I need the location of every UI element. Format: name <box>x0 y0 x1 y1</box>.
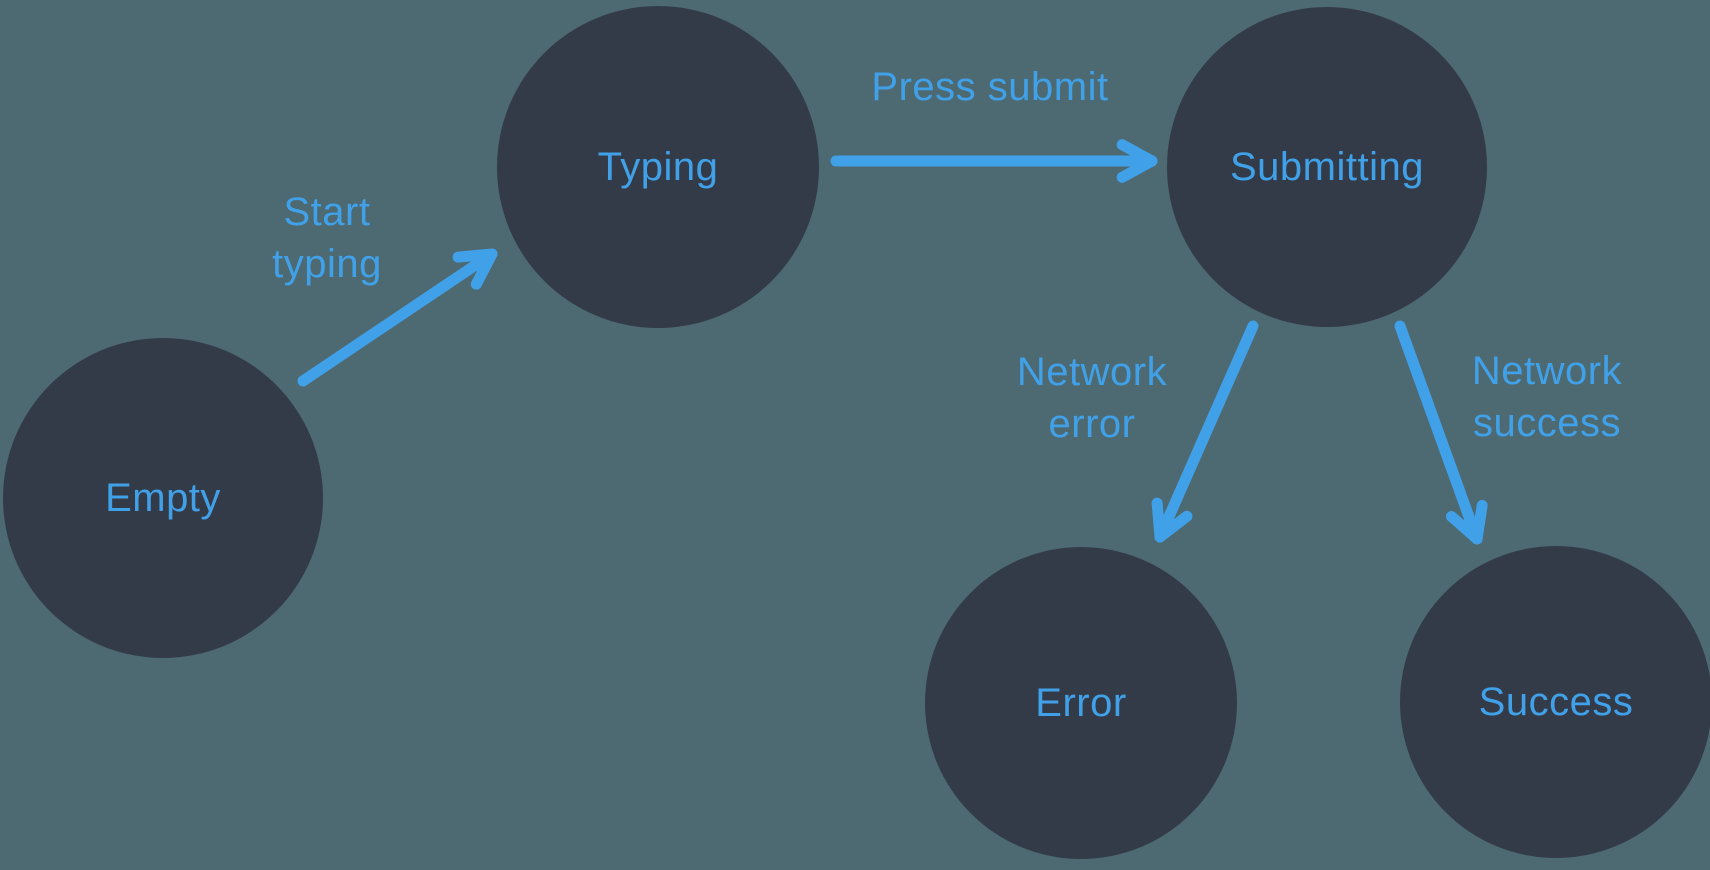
state-node-submitting: Submitting <box>1167 7 1487 327</box>
state-node-label-error: Error <box>1035 680 1127 725</box>
edge-label-network-success: Network success <box>1472 345 1622 449</box>
state-node-label-empty: Empty <box>105 475 221 520</box>
state-node-error: Error <box>925 547 1237 859</box>
edge-label-start-typing: Start typing <box>272 186 382 290</box>
state-node-typing: Typing <box>497 6 819 328</box>
edge-label-line: Network <box>1471 349 1623 393</box>
state-node-success: Success <box>1400 546 1710 858</box>
edge-label-line: error <box>1048 402 1136 446</box>
edge-arrow-shaft-start-typing <box>297 250 495 387</box>
edge-label-press-submit: Press submit <box>871 61 1108 113</box>
edge-label-line: typing <box>272 242 382 286</box>
edge-arrow-shaft-network-error <box>1156 320 1259 539</box>
state-node-label-typing: Typing <box>597 144 719 189</box>
edge-label-network-error: Network error <box>1017 346 1167 450</box>
state-node-label-submitting: Submitting <box>1230 144 1424 189</box>
state-node-label-success: Success <box>1478 679 1634 724</box>
edge-label-line: Start <box>283 190 371 234</box>
edge-arrowhead-network-success <box>1471 499 1488 545</box>
edge-arrowhead-press-submit <box>1116 139 1158 167</box>
edge-arrow-shaft-network-success <box>1394 320 1482 541</box>
edge-label-line: Press submit <box>871 65 1109 109</box>
state-node-empty: Empty <box>3 338 323 658</box>
edge-label-line: success <box>1472 401 1621 445</box>
edge-arrowhead-network-error <box>1154 510 1193 543</box>
edge-label-line: Network <box>1016 350 1168 394</box>
edge-arrowhead-start-typing <box>452 248 498 263</box>
